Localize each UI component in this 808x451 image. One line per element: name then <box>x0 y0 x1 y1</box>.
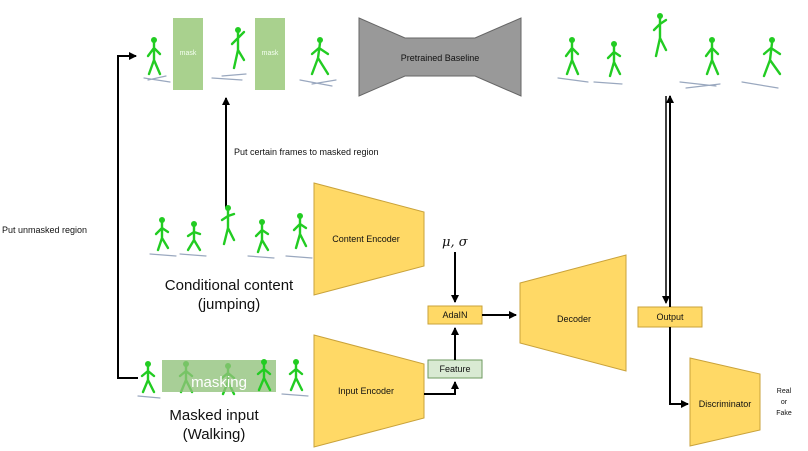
input-encoder-to-feature-arrow <box>424 381 459 395</box>
mask-region <box>255 18 285 90</box>
mask-region <box>173 18 203 90</box>
conditional-content-title: Conditional content <box>165 277 294 294</box>
top-left-sequence: mask mask <box>143 18 337 90</box>
conditional-content-subtitle: (jumping) <box>198 296 261 313</box>
walking-figure <box>256 359 272 392</box>
jumping-figure <box>285 213 313 259</box>
output-to-discriminator-arrow <box>669 327 689 408</box>
masked-input-title: Masked input <box>169 407 259 424</box>
walking-figure <box>299 37 337 87</box>
jumping-figure <box>149 217 177 257</box>
masked-input-subtitle: (Walking) <box>183 426 246 443</box>
content-encoder-block <box>313 182 425 296</box>
walking-figure <box>679 37 721 89</box>
conditional-sequence <box>149 205 313 259</box>
jumping-figure <box>179 221 207 257</box>
masked-input-sequence: masking <box>137 359 309 399</box>
top-right-sequence <box>557 13 782 89</box>
output-label: Output <box>656 312 684 322</box>
content-encoder-label: Content Encoder <box>332 234 400 244</box>
discriminator-block <box>689 357 761 447</box>
pretrained-baseline-label: Pretrained Baseline <box>401 53 480 63</box>
mu-sigma-label: μ, σ <box>442 235 469 250</box>
or-label: or <box>781 399 788 406</box>
jumping-figure <box>247 219 275 259</box>
pretrained-baseline-shape <box>358 17 522 97</box>
put-frames-label: Put certain frames to masked region <box>234 147 379 157</box>
put-unmasked-label: Put unmasked region <box>2 225 87 235</box>
input-encoder-label: Input Encoder <box>338 386 394 396</box>
jumping-figure <box>211 27 247 81</box>
real-label: Real <box>777 388 792 395</box>
mask-label: mask <box>180 50 197 57</box>
adain-label: AdaIN <box>442 310 467 320</box>
input-encoder-block <box>313 334 425 448</box>
masking-label: masking <box>191 374 247 391</box>
jumping-figure <box>220 205 236 246</box>
decoder-label: Decoder <box>557 314 591 324</box>
unmasked-loop-arrow <box>117 52 138 379</box>
walking-figure <box>593 41 623 85</box>
decoder-block <box>519 254 627 372</box>
jumping-figure <box>652 13 668 58</box>
fake-label: Fake <box>776 410 792 417</box>
walking-figure <box>137 361 161 399</box>
walking-figure <box>281 359 309 397</box>
walking-figure <box>143 37 171 83</box>
mask-label: mask <box>262 50 279 57</box>
masking-overlay <box>162 360 276 392</box>
feature-label: Feature <box>439 364 470 374</box>
discriminator-label: Discriminator <box>699 399 752 409</box>
walking-figure <box>557 37 589 83</box>
walking-figure <box>741 37 782 89</box>
